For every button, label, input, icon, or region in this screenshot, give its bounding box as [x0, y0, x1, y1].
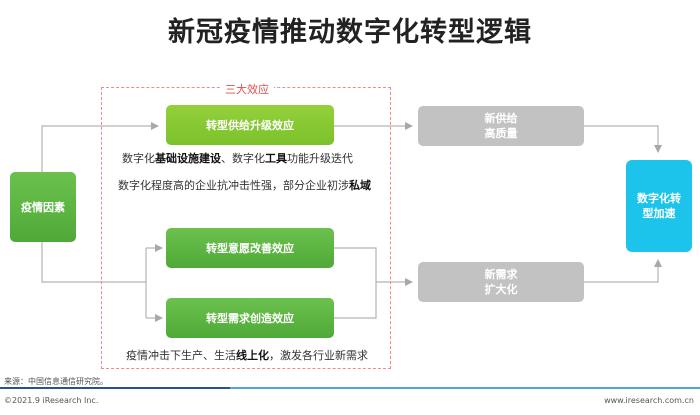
three-effects-label: 三大效应: [220, 81, 274, 97]
new-supply-line2: 高质量: [484, 127, 518, 140]
new-supply-box: 新供给高质量: [418, 106, 584, 146]
new-demand-line2: 扩大化: [484, 283, 518, 296]
effect-willingness-box: 转型意愿改善效应: [166, 228, 334, 268]
digital-acceleration-box: 数字化转型加速: [626, 160, 692, 252]
line-supply-accel: [584, 125, 662, 153]
page-title: 新冠疫情推动数字化转型逻辑: [168, 17, 532, 48]
new-demand-line1: 新需求: [484, 268, 518, 281]
new-supply-line1: 新供给: [484, 112, 518, 125]
effect-demand-creation-box: 转型需求创造效应: [166, 298, 334, 338]
footer-rule: [0, 387, 700, 389]
line-demand-accel: [584, 259, 662, 283]
website-text: www.iresearch.com.cn: [604, 396, 694, 405]
new-demand-box: 新需求扩大化: [418, 262, 584, 302]
description-3: 疫情冲击下生产、生活线上化，激发各行业新需求: [126, 349, 368, 362]
effect-supply-upgrade-box: 转型供给升级效应: [166, 105, 334, 145]
line-epidemic-lower: [41, 242, 146, 283]
line-epidemic-effect1: [41, 122, 159, 172]
epidemic-factor-label: 疫情因素: [21, 200, 65, 214]
effect-demand-creation-label: 转型需求创造效应: [206, 311, 294, 325]
description-1: 数字化基础设施建设、数字化工具功能升级迭代: [122, 152, 353, 165]
effect-supply-upgrade-label: 转型供给升级效应: [206, 118, 294, 132]
digital-acceleration-line2: 型加速: [642, 207, 676, 220]
copyright-text: ©2021.9 iResearch Inc.: [4, 396, 99, 405]
description-2: 数字化程度高的企业抗冲击性强，部分企业初涉私域: [118, 179, 371, 192]
source-note: 来源：中国信息通信研究院。: [4, 377, 108, 386]
line-bracket-right: [334, 247, 377, 319]
digital-acceleration-line1: 数字化转: [637, 192, 681, 205]
effect-willingness-label: 转型意愿改善效应: [206, 241, 294, 255]
epidemic-factor-box: 疫情因素: [10, 172, 76, 242]
